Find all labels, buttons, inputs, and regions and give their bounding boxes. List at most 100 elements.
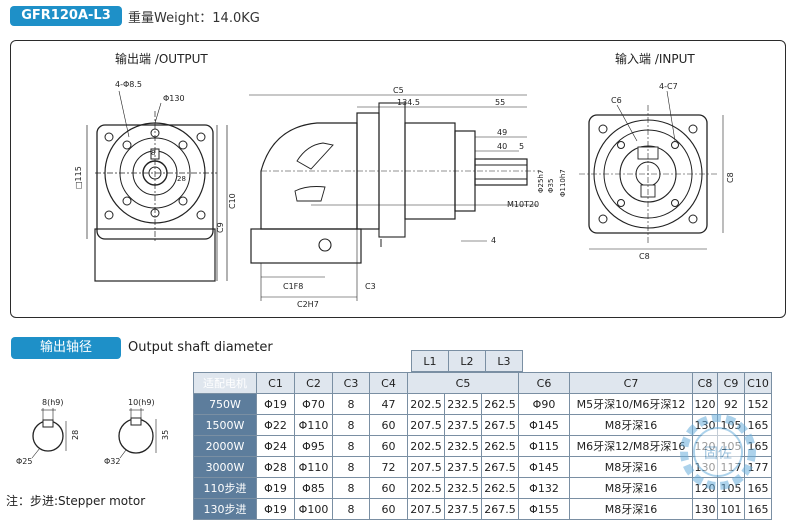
shaft-diagrams: 8(h9) 28 Φ25 10(h9) 35 Φ32	[16, 398, 170, 466]
table-cell: Φ85	[294, 477, 333, 499]
dim-40: 40	[497, 142, 507, 151]
table-cell: 8	[332, 477, 370, 499]
spec-table: 适配电机 C1 C2 C3 C4 C5 C6 C7 C8 C9 C10 750W…	[193, 372, 772, 520]
table-cell: Φ110	[294, 414, 333, 436]
col-c7: C7	[569, 372, 693, 394]
table-cell: 202.5	[407, 393, 445, 415]
table-cell: Φ95	[294, 435, 333, 457]
dim-d35: Φ35	[547, 179, 555, 193]
dim-key8: 8	[151, 149, 155, 157]
table-cell: 232.5	[444, 393, 482, 415]
table-cell: M8牙深16	[569, 414, 693, 436]
col-c8: C8	[692, 372, 718, 394]
table-cell: 165	[744, 498, 772, 520]
table-cell: 267.5	[481, 498, 519, 520]
motor-cell: 2000W	[193, 435, 257, 457]
dim-square: □115	[74, 166, 83, 189]
dim-d130: Φ130	[163, 94, 185, 103]
dim-c10: C10	[228, 193, 237, 209]
table-cell: 130	[692, 498, 718, 520]
col-c2: C2	[294, 372, 333, 394]
col-c3: C3	[332, 372, 370, 394]
col-c6: C6	[518, 372, 570, 394]
shaft-25-key: 8(h9)	[42, 398, 64, 407]
table-cell: 262.5	[481, 477, 519, 499]
table-cell: Φ100	[294, 498, 333, 520]
table-cell: 60	[369, 477, 408, 499]
table-cell: Φ24	[256, 435, 295, 457]
l1-header: L1	[411, 350, 449, 372]
table-cell: 165	[744, 414, 772, 436]
table-cell: Φ28	[256, 456, 295, 478]
table-cell: 232.5	[444, 477, 482, 499]
table-cell: 232.5	[444, 435, 482, 457]
table-cell: M8牙深16	[569, 498, 693, 520]
table-cell: 72	[369, 456, 408, 478]
table-cell: Φ22	[256, 414, 295, 436]
table-cell: Φ70	[294, 393, 333, 415]
dim-d25: Φ25h7	[537, 170, 545, 193]
l3-header: L3	[485, 350, 523, 372]
table-cell: 207.5	[407, 498, 445, 520]
motor-cell: 3000W	[193, 456, 257, 478]
table-cell: M8牙深16	[569, 477, 693, 499]
col-c1: C1	[256, 372, 295, 394]
table-cell: 207.5	[407, 414, 445, 436]
dim-134-5: 134.5	[397, 98, 420, 107]
dim-c3: C3	[365, 282, 376, 291]
table-cell: 8	[332, 393, 370, 415]
dim-holes-out: 4-Φ8.5	[115, 80, 142, 89]
technical-drawing: 输出端 /OUTPUT 输入端 /INPUT □115 C10 C9	[74, 51, 735, 309]
table-cell: 165	[744, 477, 772, 499]
dim-key28: 28	[177, 175, 186, 183]
table-cell: Φ145	[518, 414, 570, 436]
table-cell: M8牙深16	[569, 456, 693, 478]
shaft-32: 10(h9) 35 Φ32	[104, 398, 170, 466]
shaft-32-height: 35	[161, 430, 170, 440]
table-cell: Φ115	[518, 435, 570, 457]
table-cell: 202.5	[407, 435, 445, 457]
table-cell: 267.5	[481, 456, 519, 478]
section-title: Output shaft diameter	[128, 340, 273, 355]
table-cell: 237.5	[444, 498, 482, 520]
dim-c8-bottom: C8	[639, 252, 650, 261]
motor-cell: 750W	[193, 393, 257, 415]
shaft-25: 8(h9) 28 Φ25	[16, 398, 80, 466]
table-cell: 60	[369, 498, 408, 520]
watermark-text: 固佐	[704, 446, 732, 462]
col-c5: C5	[407, 372, 519, 394]
shaft-25-dia: Φ25	[16, 457, 32, 466]
table-cell: Φ19	[256, 477, 295, 499]
note: 注：步进:Stepper motor	[6, 494, 146, 508]
l-header-table: L1 L2 L3	[411, 350, 523, 372]
table-cell: 8	[332, 435, 370, 457]
weight-label: 重量Weight：14.0KG	[128, 11, 260, 26]
output-label: 输出端 /OUTPUT	[115, 51, 208, 66]
shaft-32-dia: Φ32	[104, 457, 120, 466]
model-badge: GFR120A-L3	[10, 6, 122, 26]
side-view: C5 134.5 55 49 40 5 Φ25h7 Φ35 Φ110h7 M10…	[249, 86, 567, 309]
table-cell: 262.5	[481, 393, 519, 415]
table-cell: 207.5	[407, 456, 445, 478]
dim-c5: C5	[393, 86, 404, 95]
dim-49: 49	[497, 128, 507, 137]
dim-d110: Φ110h7	[559, 169, 567, 197]
drawing-panel: 输出端 /OUTPUT 输入端 /INPUT □115 C10 C9	[10, 40, 786, 318]
table-cell: 60	[369, 435, 408, 457]
table-cell: 267.5	[481, 414, 519, 436]
table-header-row: 适配电机 C1 C2 C3 C4 C5 C6 C7 C8 C9 C10	[193, 372, 772, 394]
dim-c2: C2H7	[297, 300, 319, 309]
table-cell: 237.5	[444, 414, 482, 436]
table-cell: Φ19	[256, 498, 295, 520]
table-cell: Φ110	[294, 456, 333, 478]
dim-55: 55	[495, 98, 505, 107]
motor-cell: 130步进	[193, 498, 257, 520]
dim-c1: C1F8	[283, 282, 303, 291]
l2-header: L2	[448, 350, 486, 372]
table-cell: 262.5	[481, 435, 519, 457]
dim-5: 5	[519, 142, 524, 151]
table-cell: 47	[369, 393, 408, 415]
table-cell: 8	[332, 456, 370, 478]
dim-4: 4	[491, 236, 496, 245]
